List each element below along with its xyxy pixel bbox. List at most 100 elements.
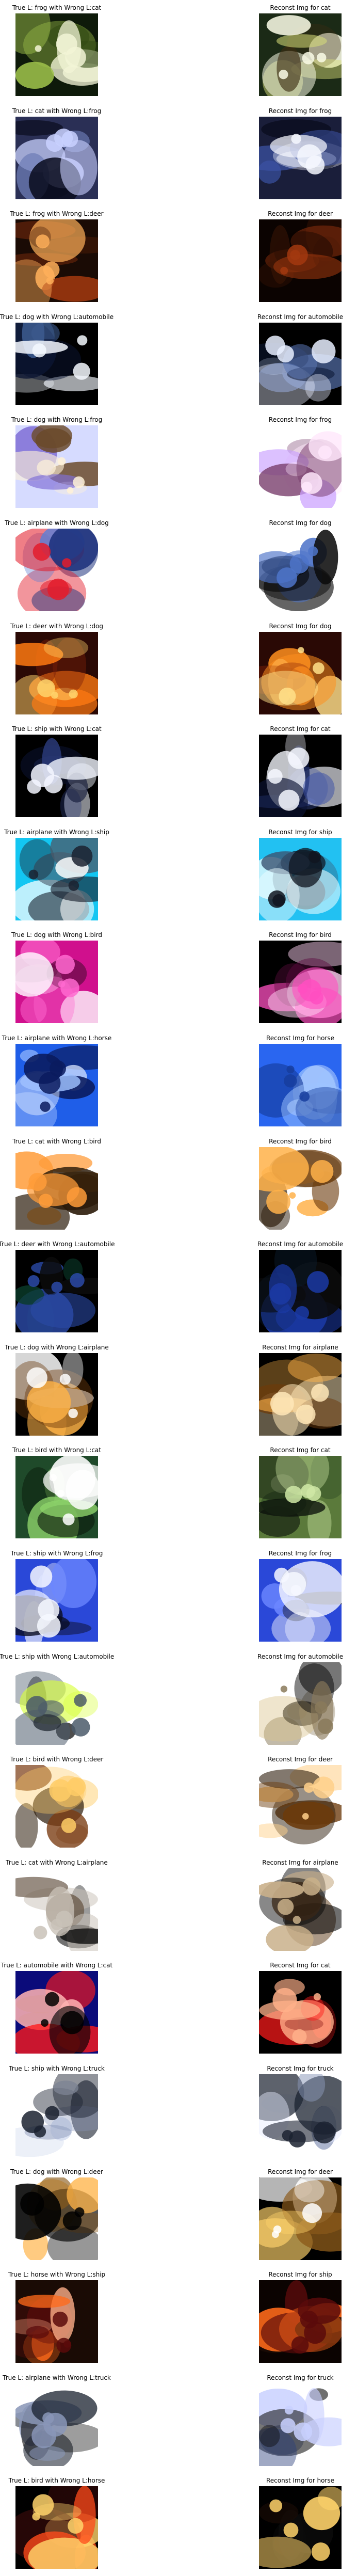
reconstruction-image [259, 941, 342, 1024]
thumbnail-blob [67, 2177, 98, 2213]
thumbnail-highlight [67, 487, 74, 494]
thumbnail-highlight [313, 1993, 321, 2001]
thumbnail-highlight [296, 1404, 316, 1424]
reconstruction-image [259, 425, 342, 508]
thumbnail-highlight [37, 679, 55, 697]
original-image-cell: True L: airplane with Wrong L:ship [4, 829, 109, 921]
reconstruction-image-title: Reconst Img for airplane [262, 1858, 338, 1866]
thumbnail-highlight [317, 1718, 333, 1734]
thumbnail-blob [259, 1787, 294, 1803]
thumbnail-highlight [49, 1779, 72, 1802]
thumbnail-graphic [259, 2280, 342, 2363]
thumbnail-highlight [313, 2121, 335, 2144]
thumbnail-graphic [259, 1559, 342, 1642]
reconstruction-image-title: Reconst Img for frog [268, 416, 332, 424]
thumbnail-graphic [15, 631, 98, 714]
thumbnail-highlight [286, 1066, 295, 1074]
thumbnail-highlight [27, 1275, 40, 1287]
thumbnail-blob [60, 139, 98, 195]
reconstruction-image-cell: Reconst Img for bird [259, 931, 342, 1024]
thumbnail-highlight [312, 1776, 335, 1799]
original-image-cell: True L: cat with Wrong L:bird [12, 1138, 101, 1231]
original-image-title: True L: horse with Wrong L:ship [8, 2271, 106, 2279]
thumbnail-highlight [269, 2499, 283, 2513]
original-image-cell: True L: dog with Wrong L:airplane [5, 1344, 109, 1437]
thumbnail-blob [259, 2424, 280, 2447]
thumbnail-highlight [32, 343, 46, 358]
thumbnail-graphic [259, 631, 342, 714]
original-image-cell: True L: bird with Wrong L:horse [9, 2477, 105, 2570]
thumbnail-highlight [56, 1911, 73, 1928]
thumbnail-highlight [291, 2336, 309, 2354]
reconstruction-image [259, 1765, 342, 1848]
reconstruction-image-cell: Reconst Img for dog [259, 623, 342, 715]
thumbnail-blob [259, 2427, 297, 2466]
thumbnail-graphic [259, 2486, 342, 2569]
thumbnail-blob [15, 2127, 64, 2157]
thumbnail-blob [303, 772, 335, 805]
thumbnail-highlight [57, 1490, 65, 1498]
original-image-title: True L: frog with Wrong L:deer [10, 210, 104, 218]
thumbnail-highlight [313, 662, 324, 674]
reconstruction-image [259, 2177, 342, 2260]
original-image [15, 2383, 98, 2466]
thumbnail-blob [26, 1381, 71, 1423]
original-image [15, 837, 98, 920]
thumbnail-blob [42, 276, 98, 302]
thumbnail-graphic [15, 1147, 98, 1230]
thumbnail-highlight [302, 1813, 309, 1820]
thumbnail-blob [43, 637, 89, 658]
reconstruction-image [259, 1044, 342, 1126]
reconstruction-image [259, 1559, 342, 1642]
thumbnail-blob [288, 942, 342, 967]
thumbnail-highlight [51, 691, 58, 699]
thumbnail-highlight [273, 2225, 282, 2234]
thumbnail-graphic [259, 116, 342, 199]
thumbnail-highlight [293, 1916, 301, 1924]
thumbnail-highlight [289, 1191, 296, 1199]
thumbnail-highlight [299, 1091, 310, 1102]
thumbnail-blob [294, 2178, 324, 2202]
original-image-cell: True L: bird with Wrong L:cat [12, 1446, 101, 1539]
thumbnail-highlight [34, 1926, 47, 1939]
thumbnail-highlight [279, 687, 296, 705]
thumbnail-blob [259, 1695, 318, 1742]
original-image-title: True L: bird with Wrong L:horse [8, 2477, 105, 2485]
original-image-cell: True L: ship with Wrong L:frog [11, 1550, 103, 1643]
reconstruction-image [259, 322, 342, 405]
thumbnail-highlight [33, 543, 51, 561]
reconstruction-image-cell: Reconst Img for deer [259, 210, 342, 303]
thumbnail-graphic [259, 837, 342, 920]
thumbnail-highlight [67, 1777, 86, 1796]
thumbnail-blob [15, 1709, 70, 1745]
thumbnail-graphic [15, 1765, 98, 1848]
thumbnail-highlight [30, 764, 55, 787]
thumbnail-graphic [259, 425, 342, 508]
thumbnail-blob [53, 2080, 79, 2095]
thumbnail-blob [15, 1803, 38, 1848]
original-image-title: True L: dog with Wrong L:deer [10, 2168, 103, 2175]
thumbnail-blob [259, 1769, 320, 1789]
thumbnail-highlight [59, 1373, 71, 1385]
thumbnail-highlight [68, 880, 79, 891]
thumbnail-highlight [71, 1718, 90, 1737]
reconstruction-image [259, 2074, 342, 2157]
thumbnail-blob [20, 996, 47, 1024]
reconstruction-image-cell: Reconst Img for cat [259, 1446, 342, 1539]
reconstruction-image-title: Reconst Img for ship [268, 2271, 332, 2279]
thumbnail-graphic [259, 322, 342, 405]
reconstruction-image-cell: Reconst Img for airplane [259, 1344, 342, 1437]
thumbnail-highlight [284, 2405, 294, 2414]
thumbnail-highlight [300, 2311, 318, 2329]
thumbnail-graphic [15, 2177, 98, 2260]
thumbnail-graphic [259, 2177, 342, 2260]
thumbnail-highlight [272, 894, 285, 907]
thumbnail-highlight [297, 983, 308, 994]
thumbnail-highlight [60, 978, 79, 998]
original-image [15, 1662, 98, 1745]
thumbnail-highlight [61, 1818, 76, 1833]
thumbnail-blob [60, 991, 98, 1024]
original-image-cell: True L: dog with Wrong L:frog [11, 416, 102, 509]
reconstruction-image [259, 1971, 342, 2054]
thumbnail-graphic [259, 1971, 342, 2054]
